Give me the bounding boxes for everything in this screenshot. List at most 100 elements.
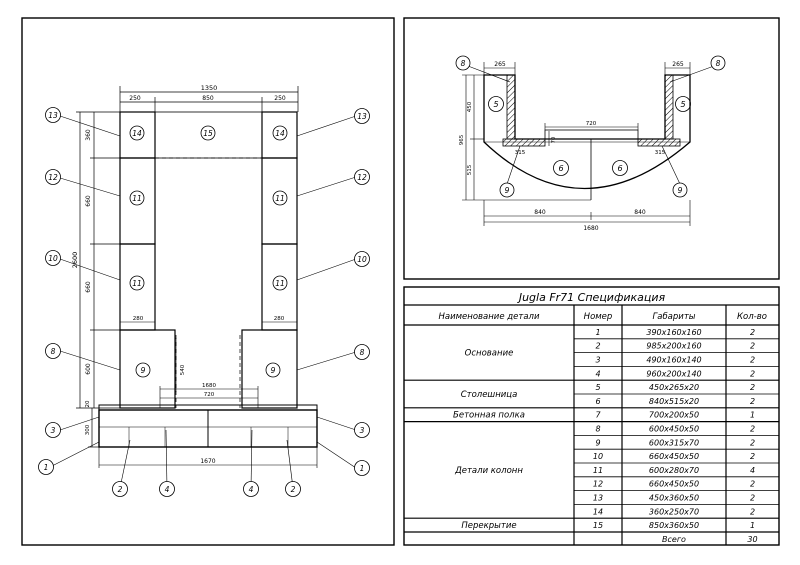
callout-right-10: 10 bbox=[357, 255, 367, 264]
spec-header-size: Габариты bbox=[653, 312, 696, 322]
spec-total-value: 30 bbox=[747, 535, 757, 544]
spec-cell-size: 700x200x50 bbox=[649, 411, 699, 420]
spec-cell-number: 5 bbox=[595, 383, 600, 392]
section-8-left bbox=[506, 74, 516, 140]
callout-labels: 13 12 10 8 3 1 13 12 10 8 3 1 2 4 4 2 bbox=[44, 111, 367, 494]
dim-540: 540 bbox=[180, 364, 186, 375]
part-9-right: 9 bbox=[271, 366, 276, 375]
spec-cell-qty: 2 bbox=[750, 480, 755, 489]
spec-cell-size: 600x315x70 bbox=[649, 438, 699, 447]
spec-group-name: Бетонная полка bbox=[453, 411, 525, 421]
callout-right-3: 3 bbox=[360, 426, 365, 435]
section-9-right bbox=[637, 138, 681, 147]
spec-cell-qty: 2 bbox=[750, 397, 755, 406]
spec-cell-size: 600x280x70 bbox=[649, 466, 699, 475]
spec-cell-qty: 2 bbox=[750, 342, 755, 351]
dim-315-right: 315 bbox=[655, 150, 666, 156]
spec-cell-qty: 4 bbox=[750, 466, 755, 475]
section-8-right bbox=[664, 74, 674, 140]
spec-cell-qty: 2 bbox=[750, 507, 755, 516]
spec-cell-size: 660x450x50 bbox=[649, 452, 699, 461]
part-11-a: 11 bbox=[132, 194, 142, 203]
spec-group-name: Столешница bbox=[461, 390, 518, 400]
spec-cell-number: 15 bbox=[593, 521, 603, 530]
dim-250-right: 250 bbox=[274, 95, 286, 102]
part-9-left: 9 bbox=[141, 366, 146, 375]
callout-bottom-2-right: 2 bbox=[291, 485, 296, 494]
spec-cell-qty: 2 bbox=[750, 494, 755, 503]
plan-callout-8-left: 8 bbox=[461, 59, 466, 68]
dim-280-left: 280 bbox=[133, 316, 144, 322]
shelf-dimensions bbox=[159, 386, 259, 408]
part-11-c: 11 bbox=[275, 194, 285, 203]
front-view: 1350 250 850 250 360 660 660 600 2600 20… bbox=[21, 17, 395, 546]
left-dimensions bbox=[76, 111, 120, 448]
spec-table-frame bbox=[403, 286, 780, 546]
spec-cell-qty: 2 bbox=[750, 383, 755, 392]
callout-circles bbox=[38, 107, 370, 497]
callout-right-13: 13 bbox=[357, 112, 367, 121]
spec-cell-number: 6 bbox=[595, 397, 600, 406]
dim-315-left: 315 bbox=[515, 150, 526, 156]
callout-right-1: 1 bbox=[360, 464, 365, 473]
dim-965: 965 bbox=[459, 134, 465, 145]
callout-bottom-4-left: 4 bbox=[165, 485, 170, 494]
base bbox=[98, 404, 318, 448]
plan-part-6-right: 6 bbox=[617, 164, 622, 173]
spec-cell-qty: 2 bbox=[750, 369, 755, 378]
spec-cell-number: 2 bbox=[595, 342, 600, 351]
spec-cell-size: 840x515x20 bbox=[649, 397, 699, 406]
spec-cell-number: 14 bbox=[593, 507, 603, 516]
spec-cell-size: 490x160x140 bbox=[646, 356, 701, 365]
callout-left-8: 8 bbox=[51, 347, 56, 356]
plan-callout-8-right: 8 bbox=[716, 59, 721, 68]
callout-left-12: 12 bbox=[48, 173, 58, 182]
spec-cell-qty: 2 bbox=[750, 438, 755, 447]
spec-header-name: Наименование детали bbox=[439, 312, 540, 322]
dim-1350: 1350 bbox=[201, 84, 218, 92]
spec-cell-size: 450x360x50 bbox=[649, 494, 699, 503]
dim-850: 850 bbox=[202, 95, 214, 102]
dim-1680-plan: 1680 bbox=[583, 225, 598, 232]
dim-720-plan: 720 bbox=[586, 121, 597, 127]
front-part-labels: 14 15 14 11 11 11 11 9 9 bbox=[132, 129, 285, 375]
spec-header-qty: Кол-во bbox=[737, 312, 767, 322]
spec-cell-size: 960x200x140 bbox=[646, 369, 701, 378]
plan-view-frame bbox=[403, 17, 780, 280]
dim-300: 300 bbox=[85, 424, 91, 435]
callout-left-10: 10 bbox=[48, 254, 58, 263]
callout-right-8: 8 bbox=[360, 348, 365, 357]
shelf-outline bbox=[544, 129, 639, 140]
spec-cell-qty: 2 bbox=[750, 356, 755, 365]
plan-part-5-left: 5 bbox=[493, 100, 498, 109]
plan-part-circles bbox=[488, 96, 691, 176]
spec-group-name: Детали колонн bbox=[454, 466, 523, 476]
dim-840-right: 840 bbox=[634, 209, 646, 216]
dim-2600: 2600 bbox=[71, 252, 79, 269]
spec-cell-number: 13 bbox=[593, 494, 603, 503]
spec-cell-qty: 1 bbox=[750, 411, 755, 420]
callout-leaders bbox=[51, 115, 357, 489]
spec-cell-number: 7 bbox=[595, 411, 601, 420]
plan-part-labels: 5 5 6 6 bbox=[493, 100, 685, 173]
front-part-markers bbox=[129, 125, 288, 378]
plan-callout-9-right: 9 bbox=[678, 186, 683, 195]
part-14-left: 14 bbox=[132, 129, 142, 138]
dim-250-left: 250 bbox=[129, 95, 141, 102]
plan-callout-leaders bbox=[467, 65, 715, 185]
spec-cell-number: 10 bbox=[593, 452, 603, 461]
spec-cell-number: 1 bbox=[595, 328, 600, 337]
plan-callout-circles bbox=[455, 55, 726, 198]
dim-1680-front: 1680 bbox=[202, 383, 216, 389]
spec-title: Jugla Fr71 Спецификация bbox=[517, 291, 666, 304]
dim-840-left: 840 bbox=[534, 209, 546, 216]
plan-view: 265 265 450 965 515 720 315 315 70 840 8… bbox=[403, 17, 780, 280]
spec-cell-size: 450x265x20 bbox=[649, 383, 699, 392]
dim-70: 70 bbox=[551, 137, 557, 143]
top-dimensions bbox=[119, 86, 299, 112]
spec-cell-qty: 2 bbox=[750, 328, 755, 337]
dim-450: 450 bbox=[467, 101, 473, 112]
spec-cell-number: 12 bbox=[593, 480, 603, 489]
spec-table: Jugla Fr71 Спецификация Наименование дет… bbox=[403, 286, 780, 546]
